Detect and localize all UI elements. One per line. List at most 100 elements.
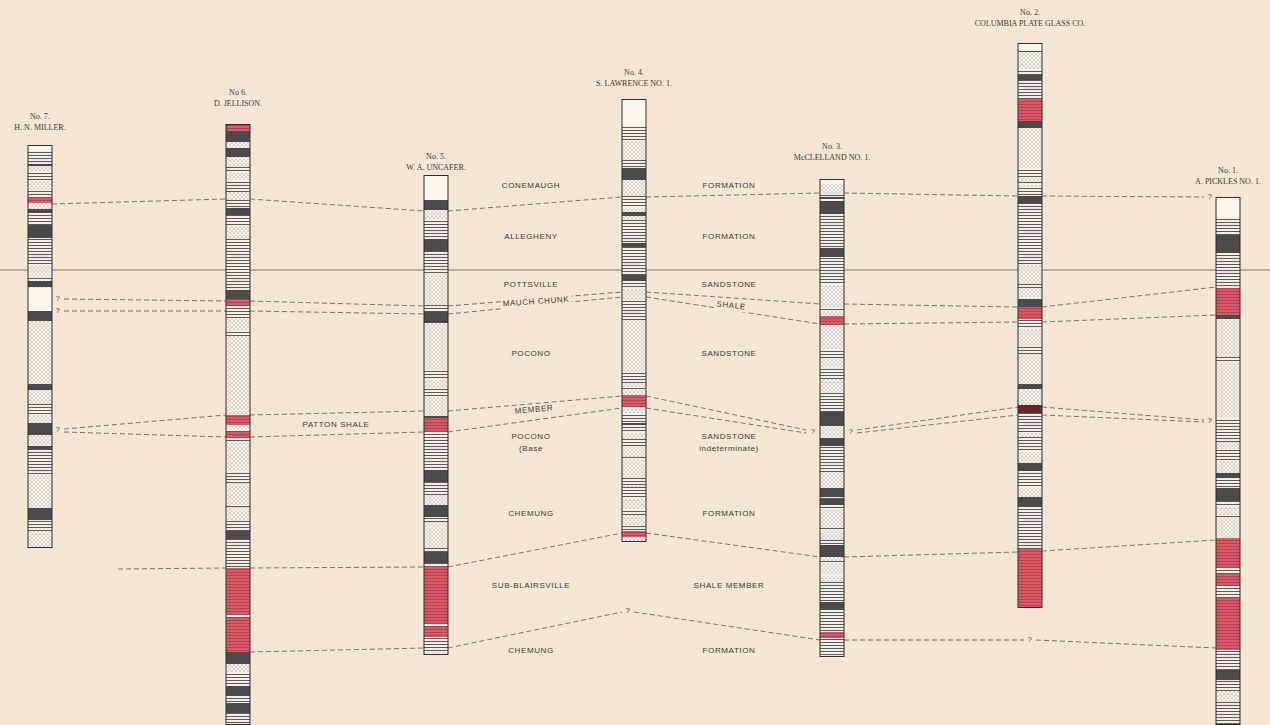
stratum	[1018, 156, 1042, 168]
stratum	[28, 533, 52, 545]
stratum	[622, 515, 646, 525]
stratum	[226, 713, 250, 720]
stratum	[28, 362, 52, 368]
stratum	[226, 319, 250, 322]
stratum	[226, 545, 250, 550]
stratum	[1216, 691, 1240, 702]
stratum	[820, 598, 844, 602]
stratum	[1216, 664, 1240, 670]
well-number: No. 2.	[975, 7, 1086, 18]
stratum	[1216, 352, 1240, 355]
stratum	[1018, 43, 1042, 51]
stratum	[1216, 197, 1240, 217]
stratum	[28, 260, 52, 266]
stratum	[424, 450, 448, 460]
well-name: COLUMBIA PLATE GLASS CO.	[975, 18, 1086, 29]
stratum	[622, 320, 646, 331]
stratum	[226, 550, 250, 553]
stratum	[28, 435, 52, 441]
stratum	[1018, 182, 1042, 185]
stratum	[622, 232, 646, 243]
well-log	[621, 99, 647, 542]
stratum	[1216, 433, 1240, 442]
stratum	[1216, 322, 1240, 329]
stratum	[226, 163, 250, 167]
stratum	[1018, 265, 1042, 273]
correlation-line	[64, 297, 1216, 324]
stratum	[28, 461, 52, 463]
stratum	[424, 522, 448, 529]
stratum	[820, 358, 844, 367]
stratum	[820, 540, 844, 545]
stratum	[226, 672, 250, 675]
stratum	[1018, 488, 1042, 497]
stratum	[622, 203, 646, 208]
stratum	[622, 494, 646, 499]
stratum	[28, 155, 52, 164]
stratum	[1216, 273, 1240, 279]
stratum	[28, 441, 52, 444]
stratum	[226, 349, 250, 355]
stratum	[622, 195, 646, 203]
stratum	[1216, 689, 1240, 691]
formation-note: (Base	[517, 444, 545, 454]
stratum	[226, 215, 250, 226]
stratum	[820, 438, 844, 441]
formation-label: FORMATION	[701, 646, 758, 656]
stratum	[622, 212, 646, 216]
query-mark: ?	[1205, 416, 1214, 426]
stratum	[820, 285, 844, 290]
stratum	[820, 497, 844, 499]
stratum	[226, 258, 250, 262]
stratum	[622, 160, 646, 168]
formation-label: MEMBER	[512, 403, 555, 417]
stratum	[622, 387, 646, 390]
stratum	[226, 618, 250, 652]
stratum	[1018, 405, 1042, 413]
stratum	[622, 131, 646, 134]
formation-label: SANDSTONE	[699, 280, 758, 290]
stratum	[28, 342, 52, 351]
query-mark: ?	[623, 606, 632, 616]
stratum	[622, 409, 646, 413]
stratum	[424, 645, 448, 652]
stratum	[226, 148, 250, 157]
stratum	[28, 520, 52, 531]
stratum	[226, 142, 250, 148]
stratum	[226, 208, 250, 215]
stratum	[226, 682, 250, 686]
stratum	[226, 664, 250, 672]
stratum	[622, 184, 646, 195]
stratum	[820, 622, 844, 633]
stratum	[1018, 80, 1042, 90]
stratum	[28, 266, 52, 276]
stratum	[226, 173, 250, 180]
stratum	[28, 368, 52, 378]
formation-label: SANDSTONE	[699, 432, 758, 442]
stratum	[1216, 538, 1240, 568]
stratum	[226, 536, 250, 539]
stratum	[28, 508, 52, 520]
column-outline	[424, 176, 448, 655]
well-column: No. 2.COLUMBIA PLATE GLASS CO.	[975, 7, 1086, 608]
stratum	[1018, 235, 1042, 243]
stratum	[1018, 196, 1042, 204]
stratum	[622, 261, 646, 264]
stratum	[1018, 284, 1042, 288]
stratum	[820, 561, 844, 563]
stratum	[1216, 446, 1240, 449]
stratum	[820, 545, 844, 557]
stratum	[1018, 389, 1042, 393]
stratum	[1216, 670, 1240, 680]
stratum	[424, 370, 448, 380]
stratum	[226, 483, 250, 489]
stratum	[1018, 133, 1042, 145]
stratum	[226, 507, 250, 516]
stratum	[226, 135, 250, 142]
stratum	[424, 297, 448, 305]
stratum	[424, 495, 448, 505]
stratum	[226, 281, 250, 290]
well-column: No. 4.S. LAWRENCE NO. 1.	[596, 67, 672, 542]
formation-label: POCONO	[509, 432, 552, 442]
stratum	[820, 188, 844, 194]
